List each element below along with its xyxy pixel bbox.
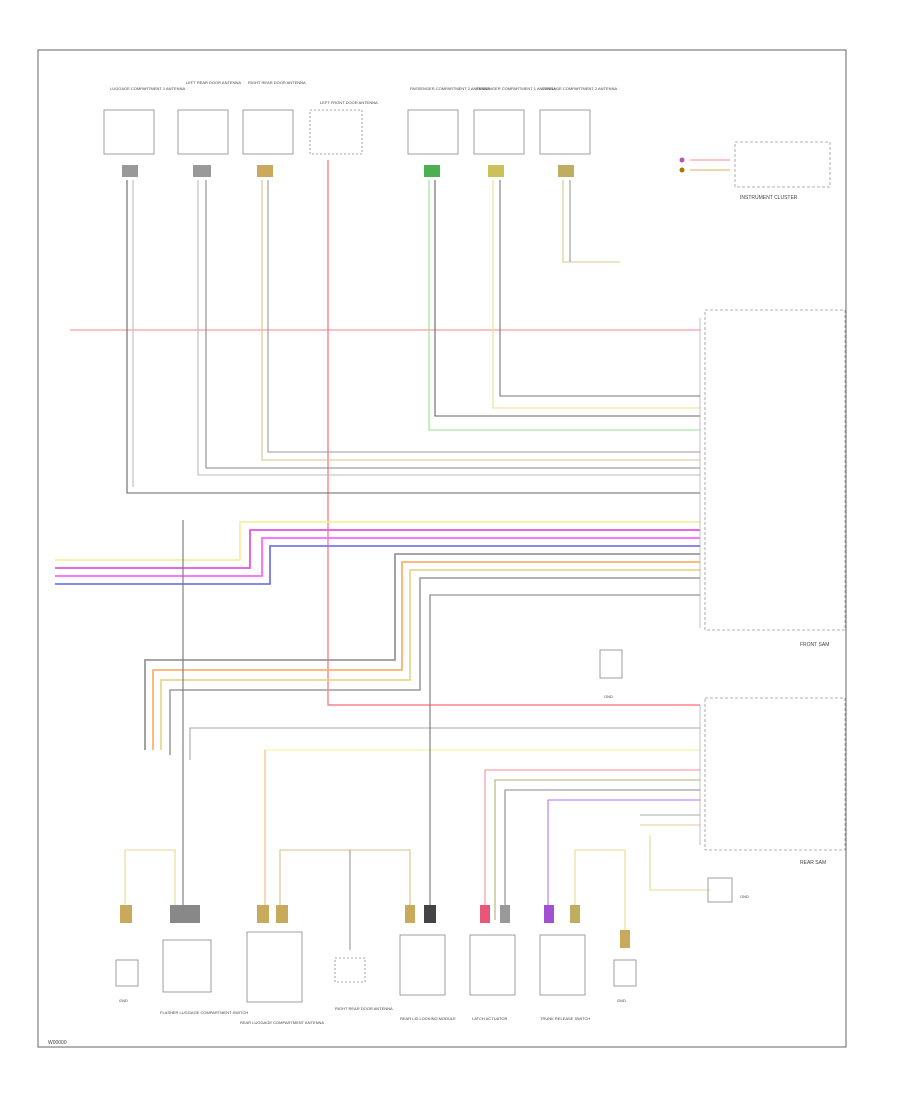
- component-bot3: RIGHT REAR DOOR ANTENNA: [334, 957, 393, 1011]
- component-bot1: FLASHER LUGGAGE COMPARTMENT SWITCH: [160, 939, 248, 1015]
- svg-text:LUGGAGE COMPARTMENT 1 ANTENNA: LUGGAGE COMPARTMENT 1 ANTENNA: [110, 86, 185, 91]
- component-top2: LEFT REAR DOOR ANTENNA: [177, 80, 241, 155]
- svg-text:PASSENGER COMPARTMENT 2 ANTENN: PASSENGER COMPARTMENT 2 ANTENNA: [410, 86, 490, 91]
- svg-text:LUGGAGE COMPARTMENT 2 ANTENNA: LUGGAGE COMPARTMENT 2 ANTENNA: [542, 86, 617, 91]
- diagram-frame: [37, 49, 847, 1048]
- wire-bottom: [124, 520, 626, 950]
- svg-text:RIGHT REAR DOOR ANTENNA: RIGHT REAR DOOR ANTENNA: [335, 1006, 393, 1011]
- svg-text:FLASHER LUGGAGE COMPARTMENT SW: FLASHER LUGGAGE COMPARTMENT SWITCH: [160, 1010, 248, 1015]
- component-top4: LEFT FRONT DOOR ANTENNA: [309, 100, 378, 155]
- component-top3: RIGHT REAR DOOR ANTENNA: [242, 80, 306, 155]
- rear-sam-module: REAR SAM: [704, 697, 846, 866]
- svg-text:RIGHT REAR DOOR ANTENNA: RIGHT REAR DOOR ANTENNA: [248, 80, 306, 85]
- bottom-components: FLASHER LUGGAGE COMPARTMENT SWITCH REAR …: [160, 931, 590, 1025]
- wire-instrument: [690, 159, 730, 171]
- wire-red-power: [70, 160, 700, 706]
- component-top7: LUGGAGE COMPARTMENT 2 ANTENNA: [539, 86, 617, 155]
- svg-text:PASSENGER COMPARTMENT 1 ANTENN: PASSENGER COMPARTMENT 1 ANTENNA: [476, 86, 556, 91]
- component-top1: LUGGAGE COMPARTMENT 1 ANTENNA: [103, 86, 185, 155]
- wire-orange-band: [144, 553, 700, 755]
- component-bot2: REAR LUGGAGE COMPARTMENT ANTENNA: [240, 931, 324, 1025]
- svg-text:LATCH ACTUATOR: LATCH ACTUATOR: [472, 1016, 507, 1021]
- component-bot5: LATCH ACTUATOR: [469, 934, 516, 1021]
- ground-label-4: GND: [740, 894, 749, 899]
- ground-label-3: GND: [617, 998, 626, 1003]
- component-bot6: TRUNK RELEASE SWITCH: [539, 934, 590, 1021]
- svg-text:LEFT REAR DOOR ANTENNA: LEFT REAR DOOR ANTENNA: [186, 80, 241, 85]
- instrument-cluster-module: INSTRUMENT CLUSTER: [734, 141, 831, 201]
- bottom-connectors: [120, 905, 630, 948]
- svg-text:TRUNK RELEASE SWITCH: TRUNK RELEASE SWITCH: [540, 1016, 590, 1021]
- connector-cluster: [679, 157, 685, 173]
- top-components: LUGGAGE COMPARTMENT 1 ANTENNA LEFT REAR …: [103, 80, 617, 155]
- component-top6: PASSENGER COMPARTMENT 1 ANTENNA: [473, 86, 556, 155]
- wire-top-verticals: [126, 180, 700, 494]
- rear-sam-label: REAR SAM: [800, 860, 826, 866]
- ground-symbols: [115, 649, 733, 987]
- wire-rear-sam: [189, 594, 710, 920]
- front-sam-label: FRONT SAM: [800, 642, 829, 648]
- svg-text:REAR LUGGAGE COMPARTMENT ANTEN: REAR LUGGAGE COMPARTMENT ANTENNA: [240, 1020, 324, 1025]
- wire-color-band: [55, 521, 700, 585]
- svg-text:REAR LID LOCKING MODULE: REAR LID LOCKING MODULE: [400, 1016, 456, 1021]
- component-top5: PASSENGER COMPARTMENT 2 ANTENNA: [407, 86, 490, 155]
- front-sam-module: FRONT SAM: [704, 309, 846, 648]
- svg-text:LEFT FRONT DOOR ANTENNA: LEFT FRONT DOOR ANTENNA: [320, 100, 378, 105]
- instrument-cluster-label: INSTRUMENT CLUSTER: [740, 195, 798, 201]
- top-connectors: [122, 165, 574, 177]
- component-bot4: REAR LID LOCKING MODULE: [399, 934, 456, 1021]
- diagram-id: W00000: [48, 1040, 67, 1046]
- ground-label-1: GND: [119, 998, 128, 1003]
- ground-label-2: GND: [604, 694, 613, 699]
